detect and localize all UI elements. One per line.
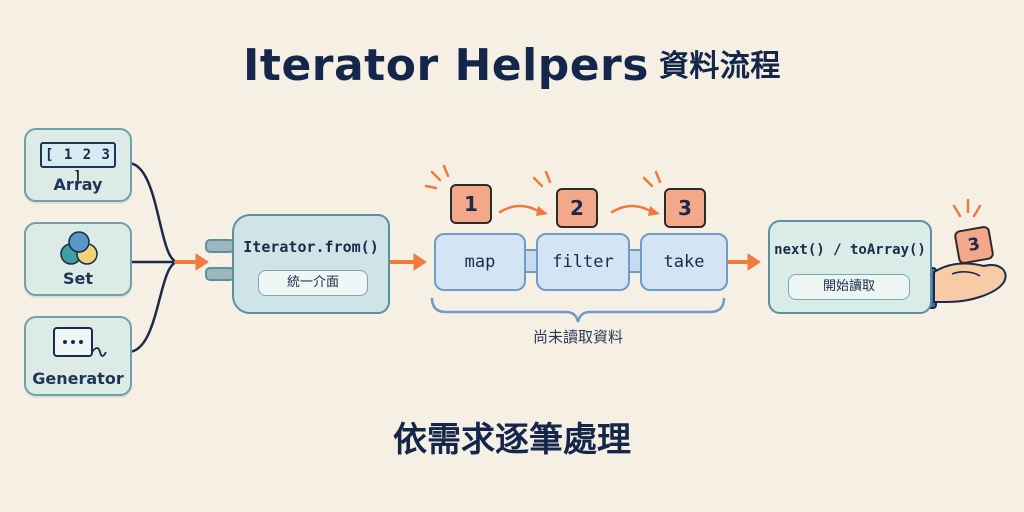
stage-filter: filter: [536, 233, 630, 291]
array-icon: [ 1 2 3 ]: [40, 142, 116, 185]
step-number-2: 2: [556, 188, 598, 228]
iterator-from-adapter: Iterator.from() 統一介面: [232, 214, 390, 314]
title-main: Iterator Helpers: [243, 40, 649, 91]
consumer-box: next() / toArray() 開始讀取: [768, 220, 932, 314]
pipeline-brace: [430, 297, 726, 323]
step-number-3: 3: [664, 188, 706, 228]
step-number-1: 1: [450, 184, 492, 224]
held-number-tile: 3: [953, 225, 995, 265]
generator-window-icon: [53, 327, 107, 357]
adapter-subtitle: 統一介面: [258, 270, 368, 296]
footer-caption: 依需求逐筆處理: [393, 420, 631, 460]
consumer-subtitle: 開始讀取: [788, 274, 910, 300]
title-sub: 資料流程: [658, 49, 781, 84]
array-connector: [126, 161, 180, 264]
source-generator-label: Generator: [32, 369, 124, 388]
set-circles-icon: [60, 231, 98, 265]
source-set-label: Set: [62, 269, 94, 288]
adapter-title: Iterator.from(): [243, 238, 379, 256]
consumer-title: next() / toArray(): [774, 242, 926, 258]
source-array-label: Array: [53, 175, 103, 194]
generator-connector: [126, 260, 180, 354]
pipeline-caption: 尚未讀取資料: [532, 328, 623, 346]
source-array: [ 1 2 3 ] Array: [24, 128, 132, 202]
stage-take: take: [640, 233, 728, 291]
stage-map: map: [434, 233, 526, 291]
source-set: Set: [24, 222, 132, 296]
source-generator: Generator: [24, 316, 132, 396]
page-title: Iterator Helpers 資料流程: [0, 40, 1024, 91]
